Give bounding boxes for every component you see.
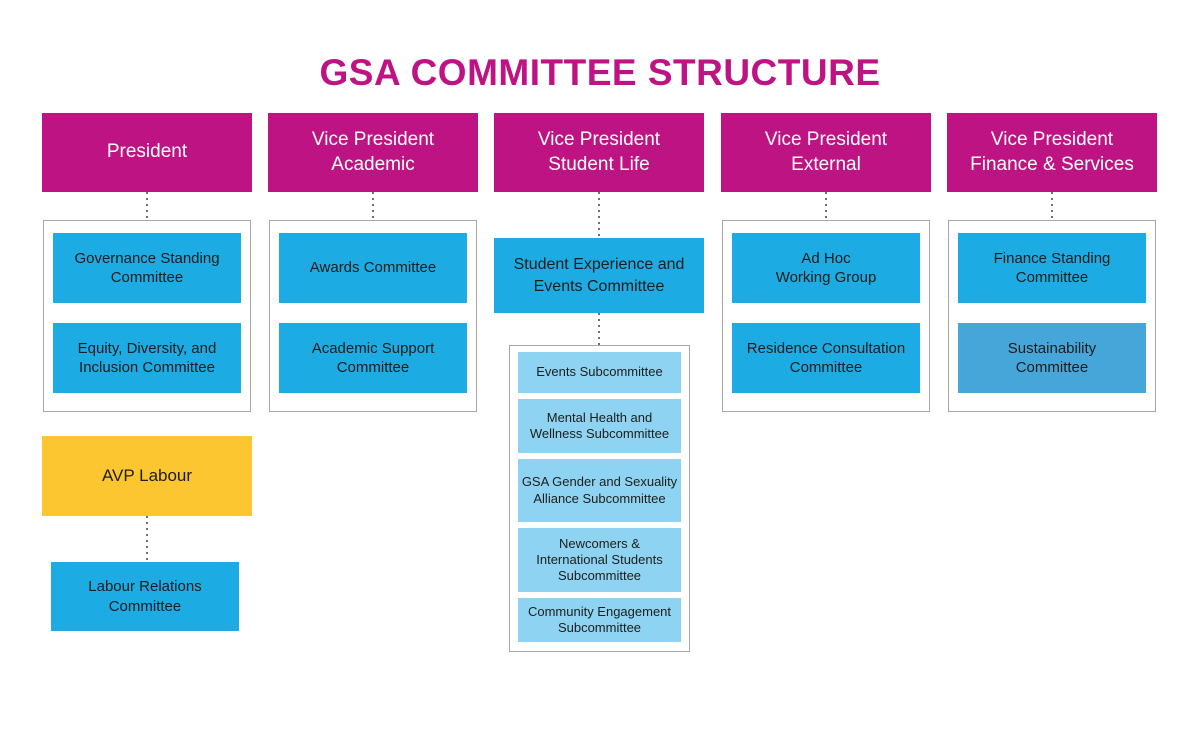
subcommittee-box-community-engagement: Community Engagement Subcommittee: [518, 598, 681, 642]
dotted-connector: [146, 192, 148, 220]
vp-academic-committee-group: Awards Committee Academic Support Commit…: [269, 220, 477, 412]
vp-student-life-header: Vice President Student Life: [494, 113, 704, 192]
subcommittee-box-newcomers: Newcomers & International Students Subco…: [518, 528, 681, 592]
subcommittee-group: Events Subcommittee Mental Health and We…: [509, 345, 690, 652]
subcommittee-box-mental-health: Mental Health and Wellness Subcommittee: [518, 399, 681, 453]
committee-box-student-experience-events: Student Experience and Events Committee: [494, 238, 704, 313]
dotted-connector: [598, 192, 600, 238]
dotted-connector: [372, 192, 374, 220]
subcommittee-box-gender-sexuality: GSA Gender and Sexuality Alliance Subcom…: [518, 459, 681, 522]
dotted-connector: [146, 516, 148, 562]
column-vp-student-life: Vice President Student Life Student Expe…: [494, 0, 704, 729]
vp-academic-header: Vice President Academic: [268, 113, 478, 192]
committee-box-edi: Equity, Diversity, and Inclusion Committ…: [53, 323, 241, 393]
vp-external-committee-group: Ad Hoc Working Group Residence Consultat…: [722, 220, 930, 412]
dotted-connector: [1051, 192, 1053, 220]
column-vp-finance-services: Vice President Finance & Services Financ…: [947, 0, 1157, 729]
committee-box-ad-hoc: Ad Hoc Working Group: [732, 233, 920, 303]
committee-box-awards: Awards Committee: [279, 233, 467, 303]
committee-box-governance-standing: Governance Standing Committee: [53, 233, 241, 303]
committee-box-sustainability: Sustainability Committee: [958, 323, 1146, 393]
vp-finance-services-header: Vice President Finance & Services: [947, 113, 1157, 192]
president-committee-group: Governance Standing Committee Equity, Di…: [43, 220, 251, 412]
dotted-connector: [598, 313, 600, 345]
vp-finance-committee-group: Finance Standing Committee Sustainabilit…: [948, 220, 1156, 412]
dotted-connector: [825, 192, 827, 220]
subcommittee-box-events: Events Subcommittee: [518, 352, 681, 393]
president-header: President: [42, 113, 252, 192]
column-president: President Governance Standing Committee …: [42, 0, 252, 729]
vp-external-header: Vice President External: [721, 113, 931, 192]
avp-labour-box: AVP Labour: [42, 436, 252, 516]
committee-box-academic-support: Academic Support Committee: [279, 323, 467, 393]
committee-box-residence-consultation: Residence Consultation Committee: [732, 323, 920, 393]
column-vp-external: Vice President External Ad Hoc Working G…: [721, 0, 931, 729]
chart-title: GSA COMMITTEE STRUCTURE: [319, 52, 881, 93]
committee-box-labour-relations: Labour Relations Committee: [51, 562, 239, 631]
column-vp-academic: Vice President Academic Awards Committee…: [268, 0, 478, 729]
committee-box-finance-standing: Finance Standing Committee: [958, 233, 1146, 303]
